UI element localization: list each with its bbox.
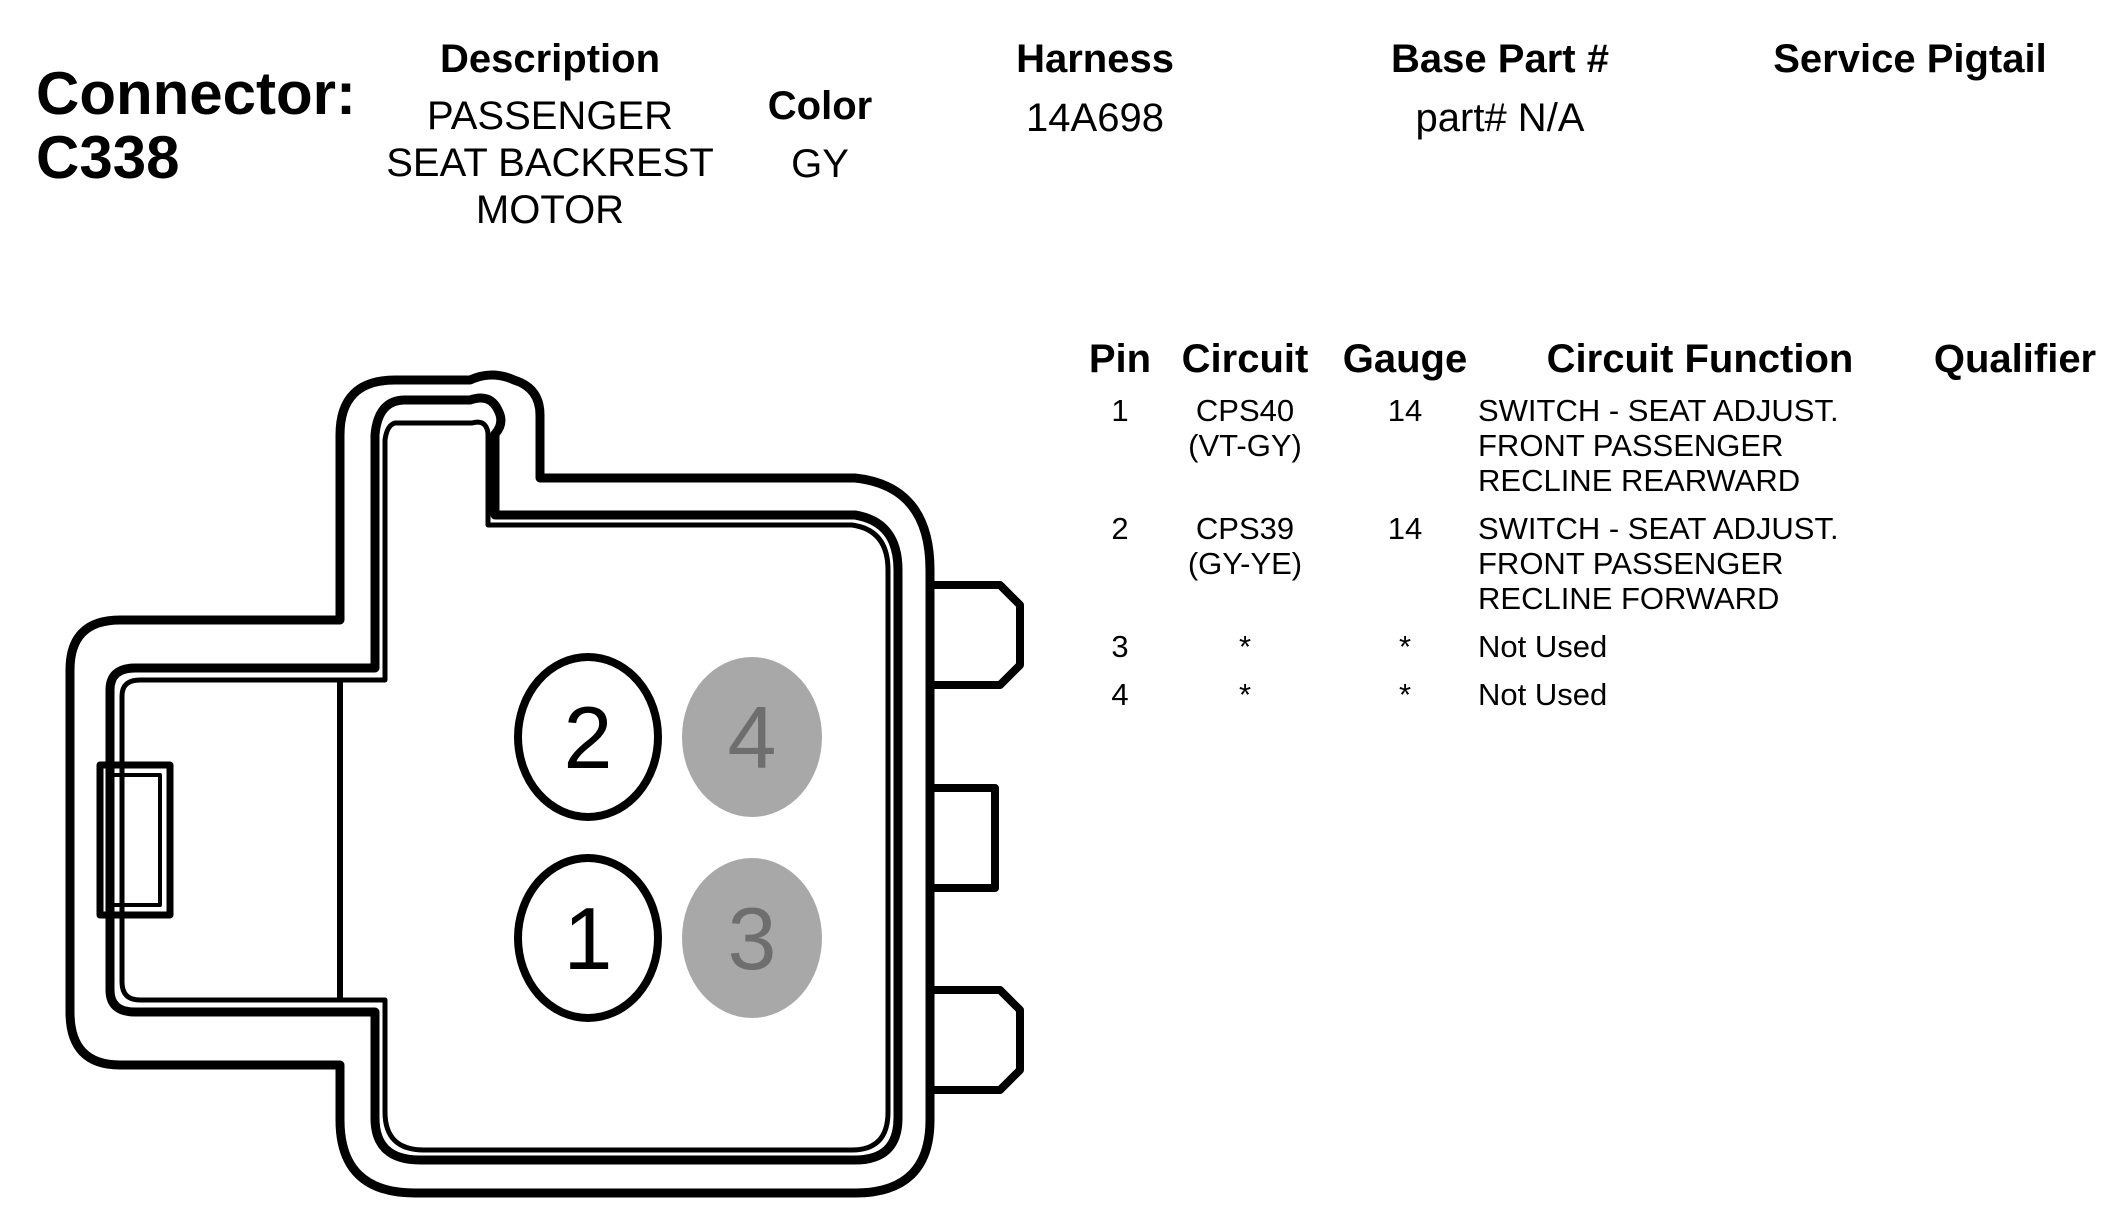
function-line: Not Used xyxy=(1478,677,1608,712)
latch-tab-inner xyxy=(110,773,162,907)
key-tab-middle xyxy=(932,784,999,892)
pin-number: 1 xyxy=(1111,393,1129,428)
qualifier-column-header: Qualifier xyxy=(1933,337,2097,381)
latch-tab xyxy=(96,761,174,919)
function-line: Not Used xyxy=(1478,629,1608,664)
circuit-cell: CPS40 (VT-GY) xyxy=(1170,393,1320,463)
gauge-cell: * xyxy=(1398,677,1412,712)
function-line: RECLINE REARWARD xyxy=(1478,463,1801,498)
pin-cavity-4: 4 xyxy=(682,657,822,817)
housing-inner-outline-2 xyxy=(119,419,891,1153)
function-cell: SWITCH - SEAT ADJUST. FRONT PASSENGER RE… xyxy=(1478,511,1918,616)
pin-cavity-2: 2 xyxy=(514,653,662,821)
circuit-line: CPS39 xyxy=(1195,511,1295,546)
housing-inner-outline xyxy=(105,393,903,1165)
circuit-column-header: Circuit xyxy=(1181,337,1309,381)
function-line: RECLINE FORWARD xyxy=(1478,581,1780,616)
pin-number: 4 xyxy=(1111,677,1129,712)
key-tab-bottom xyxy=(932,986,1024,1094)
connector-title: Connector: C338 xyxy=(36,62,356,190)
pin-circle-used xyxy=(514,854,662,1022)
color-value: GY xyxy=(791,142,849,186)
pin-column-header: Pin xyxy=(1088,337,1152,381)
pin-label: 3 xyxy=(728,889,777,988)
color-header: Color xyxy=(767,84,873,128)
harness-value: 14A698 xyxy=(1026,96,1164,140)
gauge-cell: * xyxy=(1398,629,1412,664)
gauge-column-header: Gauge xyxy=(1342,337,1468,381)
service-pigtail-header: Service Pigtail xyxy=(1773,37,2047,81)
base-part-value: part# N/A xyxy=(1415,96,1585,140)
gauge-cell: 14 xyxy=(1387,393,1423,428)
connector-housing xyxy=(65,370,1024,1198)
pin-number: 2 xyxy=(1111,511,1129,546)
function-line: FRONT PASSENGER xyxy=(1478,546,1784,581)
circuit-line: * xyxy=(1238,677,1252,712)
description-line: SEAT BACKREST xyxy=(386,141,714,185)
pin-label: 2 xyxy=(564,688,613,787)
function-line: SWITCH - SEAT ADJUST. xyxy=(1478,393,1839,428)
key-tab-top xyxy=(932,581,1024,689)
description-header: Description xyxy=(439,37,661,81)
pin-circle-unused xyxy=(682,657,822,817)
function-cell: Not Used xyxy=(1478,677,1918,712)
function-cell: Not Used xyxy=(1478,629,1918,664)
description-line: MOTOR xyxy=(475,188,625,232)
circuit-line: * xyxy=(1238,629,1252,664)
circuit-line: (GY-YE) xyxy=(1187,546,1303,581)
pin-circle-unused xyxy=(682,858,822,1018)
pin-cavity-1: 1 xyxy=(514,854,662,1022)
pin-label: 4 xyxy=(728,688,777,787)
pin-cavity-3: 3 xyxy=(682,858,822,1018)
base-part-header: Base Part # xyxy=(1391,37,1609,81)
pin-number: 3 xyxy=(1111,629,1129,664)
pin-cavities: 2 4 1 3 xyxy=(514,653,822,1022)
function-column-header: Circuit Function xyxy=(1546,337,1854,381)
housing-outer-outline xyxy=(65,370,935,1198)
circuit-cell: * xyxy=(1170,677,1320,712)
circuit-cell: CPS39 (GY-YE) xyxy=(1170,511,1320,581)
circuit-line: CPS40 xyxy=(1195,393,1295,428)
pin-label: 1 xyxy=(564,889,613,988)
connector-id: C338 xyxy=(36,124,180,191)
function-line: FRONT PASSENGER xyxy=(1478,428,1784,463)
pin-circle-used xyxy=(514,653,662,821)
description-line: PASSENGER xyxy=(427,94,673,138)
function-line: SWITCH - SEAT ADJUST. xyxy=(1478,511,1839,546)
harness-header: Harness xyxy=(1016,37,1174,81)
circuit-cell: * xyxy=(1170,629,1320,664)
description-value: PASSENGER SEAT BACKREST MOTOR xyxy=(350,93,750,234)
connector-label: Connector: xyxy=(36,60,356,127)
gauge-cell: 14 xyxy=(1387,511,1423,546)
function-cell: SWITCH - SEAT ADJUST. FRONT PASSENGER RE… xyxy=(1478,393,1918,498)
circuit-line: (VT-GY) xyxy=(1188,428,1302,463)
